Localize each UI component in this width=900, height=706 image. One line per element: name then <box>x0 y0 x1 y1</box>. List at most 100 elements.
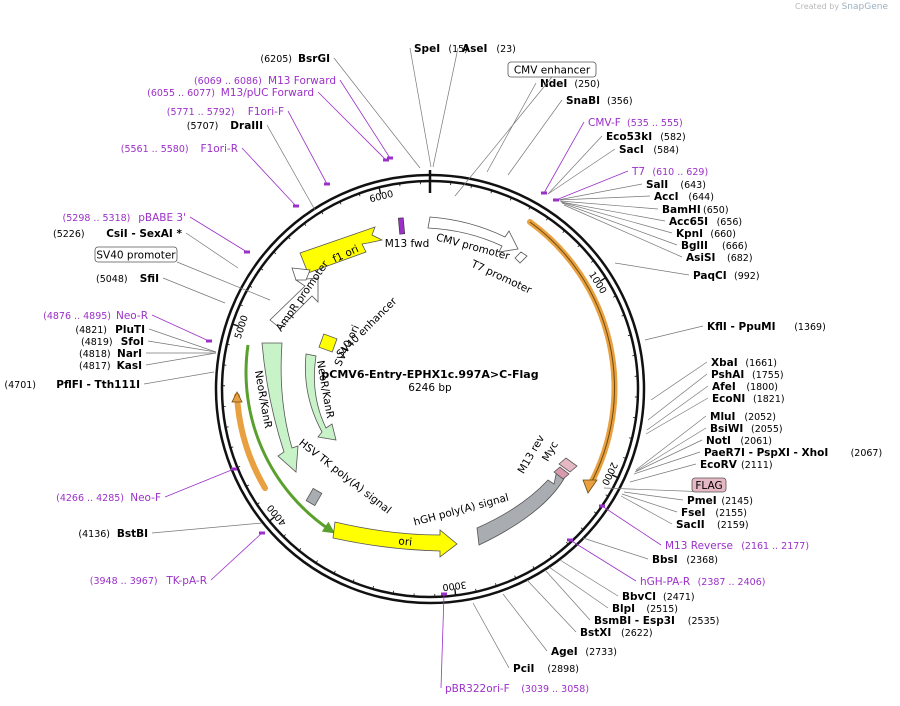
enzyme-leader-line <box>559 559 619 597</box>
enzyme-position: (5226) <box>53 229 85 240</box>
enzyme-name: NdeI <box>540 78 567 90</box>
boxed-feature-frame <box>691 477 727 493</box>
tick-mark <box>226 343 230 346</box>
enzyme-position: (2368) <box>686 555 718 566</box>
tick-mark <box>613 295 617 298</box>
cmv-promoter-feature <box>427 216 519 253</box>
enzyme-site: BsmBI - Esp3I(2535) <box>544 569 719 627</box>
primer-site: F1ori-F(5771 .. 5792) <box>167 106 330 186</box>
neor-feature-inner <box>304 353 337 441</box>
enzyme-position: (2061) <box>740 436 772 447</box>
primer-site: Neo-R(4876 .. 4895) <box>43 310 212 343</box>
primer-name: pBR322ori-F <box>445 683 510 695</box>
primer-name: F1ori-R <box>201 143 238 155</box>
enzyme-site: SalI(643) <box>557 179 706 201</box>
primer-name: M13 Forward <box>268 75 336 87</box>
primer-range: (6055 .. 6077) <box>147 88 215 99</box>
enzyme-leader-line <box>635 415 707 471</box>
boxed-feature-leader <box>176 261 271 301</box>
enzyme-site: BsrGI(6205) <box>260 53 421 169</box>
enzyme-site: Eco53kI(582) <box>547 131 686 195</box>
enzyme-site: PmeI(2145) <box>623 491 753 507</box>
enzyme-name: AccI <box>654 191 678 203</box>
enzyme-name: SacI <box>619 144 644 156</box>
enzyme-site: BglII(666) <box>561 202 748 252</box>
enzyme-position: (4817) <box>79 361 111 372</box>
feature-label: ori <box>398 535 413 548</box>
tick-mark <box>352 579 355 583</box>
enzyme-leader-line <box>148 328 217 353</box>
enzyme-leader-line <box>526 579 577 633</box>
primer-site: Neo-F(4266 .. 4285) <box>56 467 237 504</box>
enzyme-leader-line <box>507 99 563 176</box>
enzyme-site: PflFI - Tth111I(4701) <box>4 371 215 391</box>
enzyme-position: (2055) <box>751 424 783 435</box>
enzyme-name: AgeI <box>551 646 578 658</box>
enzyme-name: SpeI <box>414 43 440 55</box>
enzyme-position: (643) <box>680 180 706 191</box>
primer-name: F1ori-F <box>248 106 284 118</box>
enzyme-name: SfoI <box>121 336 144 348</box>
primer-mark <box>231 467 237 471</box>
primer-site: hGH-PA-R(2387 .. 2406) <box>567 538 765 588</box>
tick-mark <box>490 190 493 194</box>
enzyme-name: BsmBI - Esp3I <box>594 615 675 627</box>
tick-mark <box>623 457 627 459</box>
enzyme-position: (656) <box>717 217 743 228</box>
enzyme-name: Acc65I <box>669 216 708 228</box>
enzyme-leader-line <box>644 325 704 341</box>
tick-mark <box>372 585 374 590</box>
primer-leader-line <box>151 314 210 342</box>
tick-mark <box>454 588 457 596</box>
tick-mark <box>605 494 609 497</box>
primer-site: TK-pA-R(3948 .. 3967) <box>90 531 265 587</box>
primer-site: CMV-F(535 .. 555) <box>541 117 683 195</box>
enzyme-leader-line <box>145 352 217 366</box>
tick-mark <box>303 223 307 227</box>
primer-mark <box>441 592 447 596</box>
tick-mark <box>256 502 260 505</box>
enzyme-site: SpeI(15) <box>409 43 468 168</box>
enzyme-position: (650) <box>703 205 729 216</box>
primer-leader-line <box>569 539 637 582</box>
enzyme-leader-line <box>486 82 537 173</box>
enzyme-name: SacII <box>676 519 705 531</box>
enzyme-leader-line <box>582 537 649 560</box>
primer-site: pBABE 3'(5298 .. 5318) <box>63 212 250 254</box>
enzyme-leader-line <box>620 495 673 525</box>
tick-mark <box>239 304 243 307</box>
hsv-tk-polya-feature <box>305 487 323 507</box>
enzyme-name: BsrGI <box>298 53 330 65</box>
enzyme-leader-line <box>560 201 673 234</box>
enzyme-position: (2145) <box>721 496 753 507</box>
enzyme-site: NdeI(250) <box>486 78 600 173</box>
enzyme-name: NarI <box>117 348 142 360</box>
enzyme-site: PshAI(1755) <box>647 369 784 421</box>
tick-mark <box>358 193 361 197</box>
primer-name: M13 Reverse <box>665 540 733 552</box>
primer-site: M13 Forward(6069 .. 6086) <box>194 75 393 160</box>
tick-mark <box>514 575 517 579</box>
tick-mark <box>475 588 477 592</box>
enzyme-position: (5048) <box>96 274 128 285</box>
boxed-feature-leader <box>454 76 553 197</box>
primer-mark <box>259 531 265 535</box>
tick-mark <box>629 437 633 439</box>
enzyme-leader-line <box>561 202 678 246</box>
tick-mark <box>565 541 569 545</box>
enzyme-leader-line <box>472 602 510 669</box>
tick-mark <box>549 554 553 558</box>
neo-orange-head <box>231 391 243 403</box>
enzyme-position: (4819) <box>81 337 113 348</box>
enzyme-leader-line <box>647 373 708 421</box>
orf-arrow-head <box>582 479 598 494</box>
tick-mark <box>577 244 581 248</box>
enzyme-site: SacII(2159) <box>620 495 749 531</box>
tick-mark <box>249 285 253 288</box>
feature-label: SV40 ori <box>332 323 362 368</box>
plasmid-name: pCMV6-Entry-EPHX1c.997A>C-Flag <box>321 368 538 381</box>
primer-mark <box>383 158 389 162</box>
enzyme-site: AseI(23) <box>432 43 516 168</box>
enzyme-site: AfeI(1800) <box>646 381 778 431</box>
tick-mark <box>298 548 302 551</box>
